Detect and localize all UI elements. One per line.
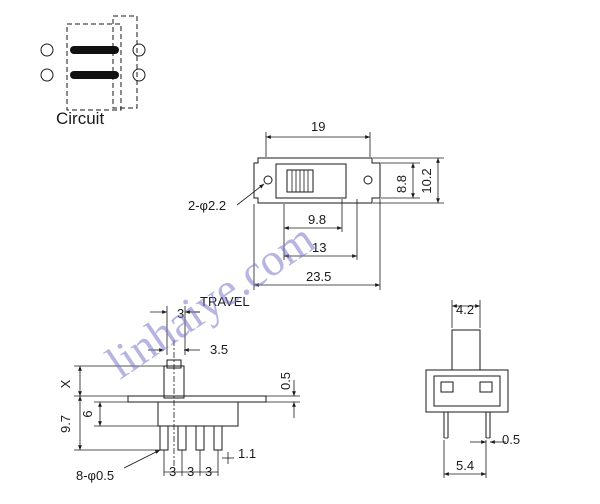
- dim-0-5-end: 0.5: [502, 432, 520, 447]
- dim-10-2: 10.2: [419, 168, 434, 193]
- dim-6: 6: [80, 410, 95, 417]
- circuit-label: Circuit: [56, 109, 104, 128]
- top-view-housing: [275, 163, 347, 199]
- side-view: 3 TRAVEL 3.5 X 9.7 6 0.5 3 3 3: [58, 294, 300, 483]
- dim-x: X: [58, 379, 73, 388]
- circuit-terminal: [40, 68, 54, 82]
- side-pins: [159, 425, 223, 460]
- actuator-width: 3.5: [210, 342, 228, 357]
- circuit-terminal: [40, 43, 54, 57]
- end-contact-left: [440, 381, 454, 393]
- dim-5-4: 5.4: [456, 458, 474, 473]
- pin-offset: 1.1: [238, 446, 256, 461]
- dim-0-5-side: 0.5: [278, 372, 293, 390]
- mounting-hole: [263, 175, 273, 185]
- pitch-1: 3: [169, 464, 176, 479]
- pin-callout: 8-φ0.5: [76, 468, 114, 483]
- circuit-diagram: Circuit: [40, 15, 146, 128]
- watermark: linhaiye.com: [97, 212, 324, 388]
- dim-19: 19: [311, 119, 325, 134]
- travel-label: TRAVEL: [200, 294, 250, 309]
- pitch-3: 3: [205, 464, 212, 479]
- dim-8-8: 8.8: [394, 175, 409, 193]
- end-view: 4.2 0.5 5.4: [425, 300, 520, 478]
- dim-9-8: 9.8: [308, 212, 326, 227]
- dim-23-5: 23.5: [306, 269, 331, 284]
- dim-9-7: 9.7: [58, 415, 73, 433]
- travel-value: 3: [177, 306, 184, 321]
- end-body: [425, 369, 509, 413]
- circuit-dashed-outline-right: [112, 15, 138, 109]
- circuit-terminal: [132, 68, 146, 82]
- circuit-dashed-outline: [66, 23, 122, 111]
- top-view-frame: [253, 157, 381, 204]
- end-contact-right: [479, 381, 493, 393]
- pitch-2: 3: [187, 464, 194, 479]
- end-window: [433, 375, 501, 407]
- top-view: 19 8.8 10.2 2-φ2.2 9.8 13 23.5: [188, 119, 444, 290]
- dim-13: 13: [312, 240, 326, 255]
- dim-4-2: 4.2: [456, 302, 474, 317]
- side-flange: [127, 395, 267, 403]
- circuit-terminal: [132, 43, 146, 57]
- side-body: [157, 401, 239, 427]
- end-actuator: [451, 329, 481, 371]
- hole-callout: 2-φ2.2: [188, 198, 226, 213]
- mounting-hole: [363, 175, 373, 185]
